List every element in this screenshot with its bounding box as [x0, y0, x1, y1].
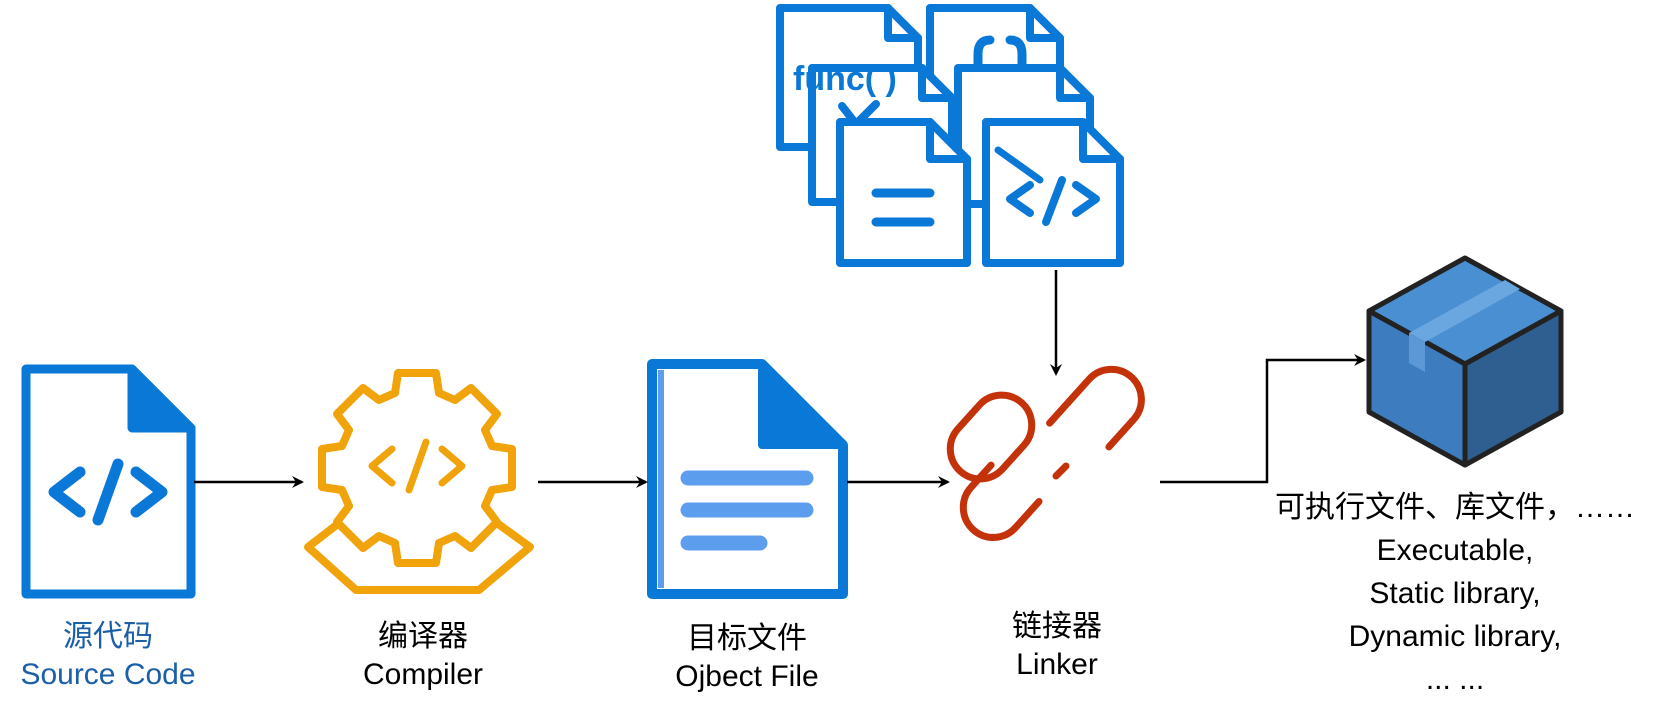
output-line-3: Static library, — [1369, 577, 1541, 610]
source-label-cn: 源代码 — [63, 620, 153, 653]
compiler-label-en: Compiler — [362, 658, 484, 691]
output-line-4: Dynamic library, — [1348, 620, 1562, 653]
compiler-label: 编译器 Compiler — [313, 618, 533, 694]
gear-code-icon — [304, 369, 534, 594]
linker-label-en: Linker — [1016, 648, 1098, 681]
object-label: 目标文件 Ojbect File — [637, 620, 857, 696]
code-file-icon — [21, 364, 196, 599]
output-line-1: 可执行文件、库文件，…… — [1275, 491, 1635, 524]
document-icon — [647, 359, 848, 599]
stacked-files-icon — [776, 4, 1124, 267]
chain-link-icon — [946, 365, 1145, 541]
object-label-en: Ojbect File — [675, 660, 819, 693]
output-line-5: ... ... — [1425, 663, 1485, 696]
edges — [194, 270, 1366, 488]
source-label: 源代码 Source Code — [0, 618, 216, 694]
edge-linker-output — [1160, 354, 1366, 484]
linker-label: 链接器 Linker — [947, 608, 1167, 684]
linker-label-cn: 链接器 — [1012, 610, 1102, 643]
package-box-icon — [1366, 255, 1564, 468]
source-label-en: Source Code — [20, 658, 196, 691]
compiler-label-cn: 编译器 — [378, 620, 468, 653]
output-label: 可执行文件、库文件，…… Executable, Static library,… — [1240, 486, 1670, 701]
output-line-2: Executable, — [1376, 534, 1534, 567]
func-label: func( ) — [793, 60, 897, 98]
object-label-cn: 目标文件 — [687, 622, 807, 655]
